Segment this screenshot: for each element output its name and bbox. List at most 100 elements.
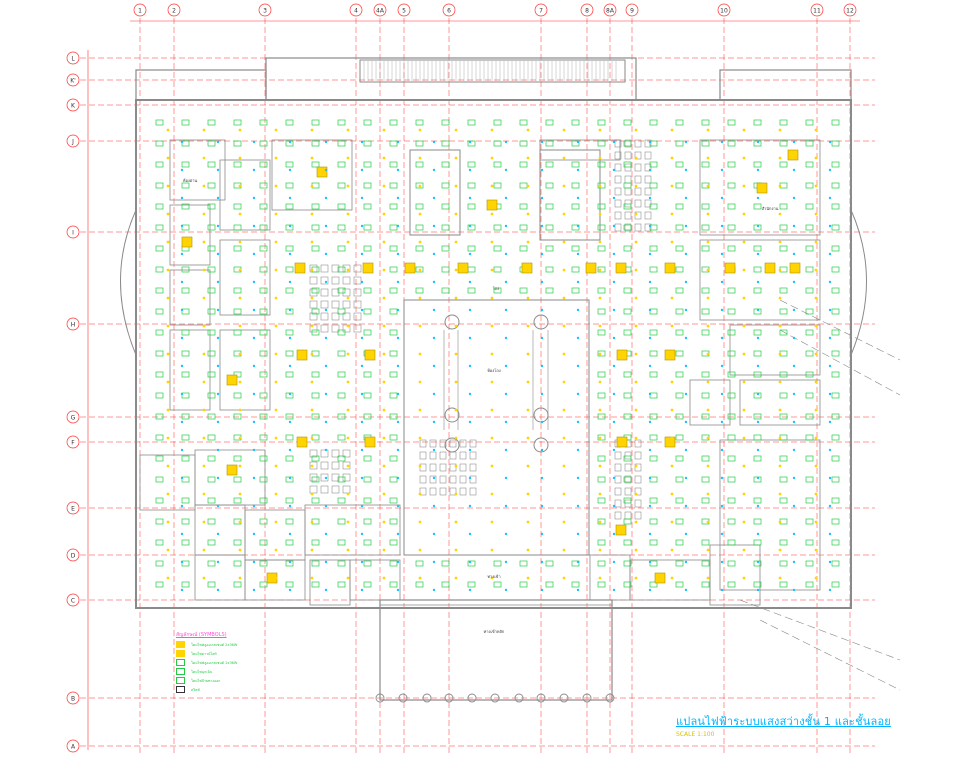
downlight-small: [598, 156, 602, 160]
downlight-small: [454, 548, 458, 552]
emergency-light: [828, 448, 832, 452]
emergency-light: [468, 448, 472, 452]
room-label-hall_center: ห้องโถง: [487, 368, 501, 373]
fluorescent-fixture: [337, 182, 346, 189]
emergency-light: [540, 224, 544, 228]
fluorescent-fixture: [415, 245, 424, 252]
fluorescent-fixture: [831, 119, 840, 126]
fluorescent-fixture: [675, 182, 684, 189]
downlight-small: [706, 212, 710, 216]
downlight-small: [706, 352, 710, 356]
downlight-small: [238, 380, 242, 384]
emergency-light: [720, 308, 724, 312]
grid-bubble: [66, 435, 80, 449]
emergency-light: [360, 448, 364, 452]
grid-label-row: C: [71, 597, 75, 604]
fluorescent-fixture: [805, 539, 814, 546]
fluorescent-fixture: [831, 266, 840, 273]
fluorescent-fixture: [415, 203, 424, 210]
downlight-small: [382, 436, 386, 440]
grid-bubble: [810, 3, 824, 17]
emergency-light: [684, 448, 688, 452]
emergency-light: [792, 504, 796, 508]
fluorescent-fixture: [493, 224, 502, 231]
fluorescent-fixture: [545, 140, 554, 147]
fluorescent-fixture: [233, 476, 242, 483]
emergency-light: [612, 392, 616, 396]
downlight-small: [670, 324, 674, 328]
reading-desk: [459, 451, 467, 460]
downlight-small: [706, 184, 710, 188]
emergency-light: [216, 252, 220, 256]
emergency-light: [288, 448, 292, 452]
fluorescent-fixture: [467, 182, 476, 189]
downlight-small: [274, 156, 278, 160]
fluorescent-fixture: [155, 392, 164, 399]
grid-label-col: 8A: [606, 8, 615, 15]
downlight-small: [562, 436, 566, 440]
downlight-small: [166, 156, 170, 160]
lighting-fixtures: [155, 119, 840, 592]
fluorescent-fixture: [233, 287, 242, 294]
downlight-small: [634, 408, 638, 412]
fluorescent-fixture: [597, 266, 606, 273]
emergency-light: [648, 448, 652, 452]
emergency-light: [540, 308, 544, 312]
fluorescent-fixture: [233, 497, 242, 504]
downlight-small: [202, 128, 206, 132]
downlight-small: [670, 296, 674, 300]
emergency-light: [468, 504, 472, 508]
fluorescent-fixture: [207, 350, 216, 357]
fluorescent-fixture: [207, 539, 216, 546]
fluorescent-fixture: [623, 203, 632, 210]
room: [219, 239, 271, 316]
reading-desk: [624, 499, 632, 508]
grid-label-col: 4A: [376, 8, 385, 15]
fluorescent-fixture: [259, 350, 268, 357]
column: [444, 407, 460, 423]
downlight-small: [670, 156, 674, 160]
downlight-small: [814, 492, 818, 496]
reading-desk: [419, 487, 427, 496]
downlight-small: [670, 548, 674, 552]
room: [699, 239, 821, 321]
emergency-light: [828, 196, 832, 200]
downlight-small: [526, 464, 530, 468]
fluorescent-fixture: [207, 560, 216, 567]
grid-label-col: 10: [720, 8, 728, 15]
fluorescent-fixture: [363, 413, 372, 420]
fluorescent-fixture: [701, 497, 710, 504]
downlight-small: [238, 240, 242, 244]
fluorescent-fixture: [337, 560, 346, 567]
fluorescent-fixture: [207, 497, 216, 504]
fluorescent-fixture: [493, 140, 502, 147]
fluorescent-fixture: [727, 161, 736, 168]
downlight-small: [346, 184, 350, 188]
fluorescent-fixture: [649, 434, 658, 441]
fluorescent-fixture: [389, 308, 398, 315]
downlight-small: [706, 492, 710, 496]
fluorescent-fixture: [207, 329, 216, 336]
downlight-small: [166, 408, 170, 412]
downlight-small: [418, 576, 422, 580]
emergency-light: [540, 392, 544, 396]
fluorescent-fixture: [623, 329, 632, 336]
legend-title: สัญลักษณ์ (SYMBOLS): [176, 632, 227, 638]
emergency-light: [432, 280, 436, 284]
downlight-small: [742, 492, 746, 496]
column: [444, 314, 460, 330]
emergency-light: [792, 560, 796, 564]
fluorescent-fixture: [259, 182, 268, 189]
reading-desk: [634, 511, 642, 520]
fluorescent-fixture: [675, 539, 684, 546]
reading-desk: [342, 461, 351, 470]
emergency-light: [180, 140, 184, 144]
fluorescent-fixture: [649, 371, 658, 378]
fluorescent-fixture: [753, 329, 762, 336]
downlight-small: [526, 520, 530, 524]
emergency-light: [612, 308, 616, 312]
fluorescent-fixture: [467, 203, 476, 210]
fluorescent-fixture: [207, 518, 216, 525]
fluorescent-fixture: [493, 182, 502, 189]
fluorescent-fixture: [727, 119, 736, 126]
